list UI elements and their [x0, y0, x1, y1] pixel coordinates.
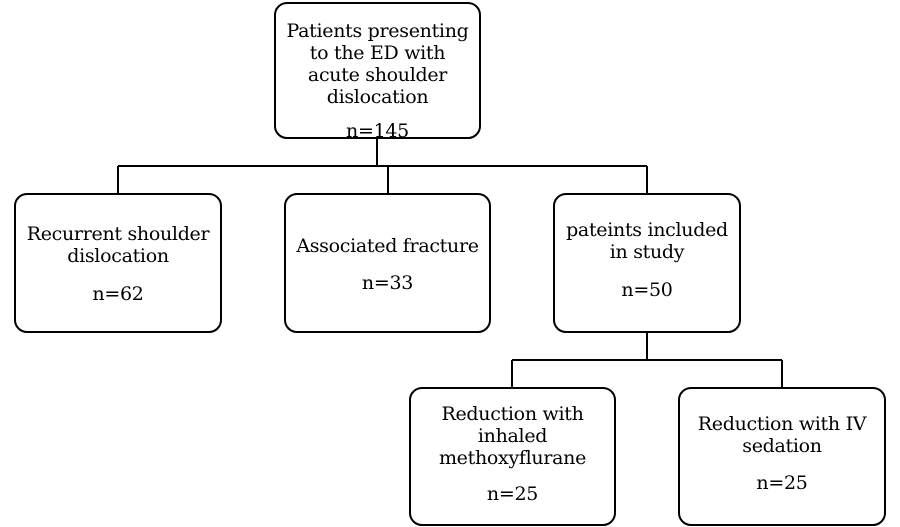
node-count: n=25 — [486, 483, 539, 505]
node-reduction-methoxyflurane: Reduction with inhaled methoxyflurane n=… — [409, 387, 616, 526]
node-count: n=33 — [361, 272, 414, 294]
node-count: n=145 — [346, 120, 409, 142]
node-associated-fracture: Associated fracture n=33 — [284, 193, 491, 333]
node-label: Reduction with inhaled methoxyflurane — [438, 403, 587, 469]
node-label: Patients presenting to the ED with acute… — [286, 20, 469, 108]
node-count: n=25 — [756, 472, 808, 494]
node-label: Recurrent shoulder dislocation — [26, 223, 210, 267]
node-label: pateints included in study — [566, 219, 728, 263]
node-count: n=62 — [92, 283, 144, 305]
node-count: n=50 — [621, 279, 673, 301]
node-recurrent-dislocation: Recurrent shoulder dislocation n=62 — [14, 193, 222, 333]
node-included-in-study: pateints included in study n=50 — [553, 193, 741, 333]
node-label: Reduction with IV sedation — [697, 413, 867, 457]
node-label: Associated fracture — [296, 235, 479, 257]
node-patients-presenting: Patients presenting to the ED with acute… — [274, 2, 481, 142]
node-reduction-iv-sedation: Reduction with IV sedation n=25 — [678, 387, 886, 526]
